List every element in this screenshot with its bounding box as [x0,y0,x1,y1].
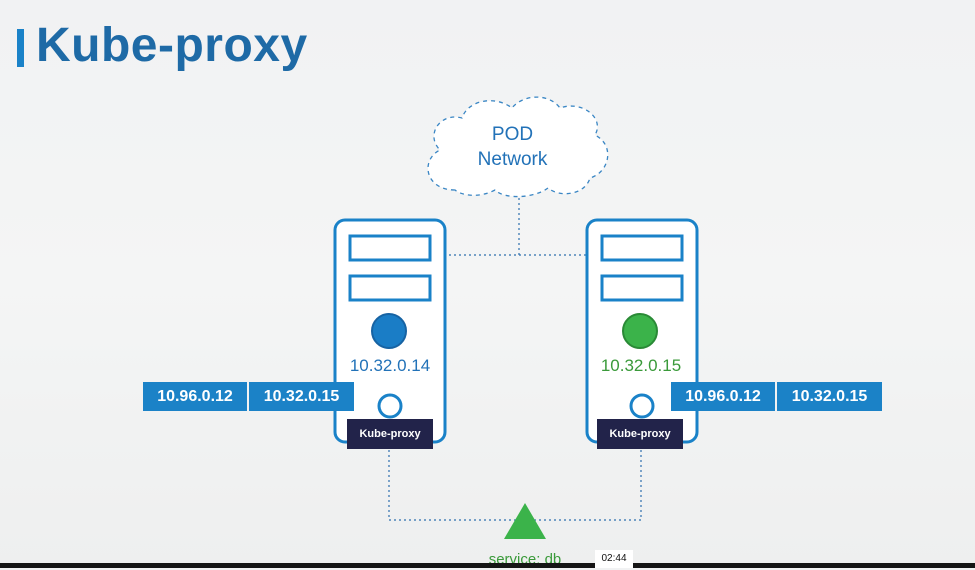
pod-network-label: POD Network [440,122,585,172]
node-1-pod-ip: 10.32.0.14 [349,356,431,375]
service-db-triangle [504,503,546,539]
node-1-port [377,393,403,419]
right-rule-service-ip: 10.96.0.12 [671,382,775,411]
node-2-pod-ip: 10.32.0.15 [600,356,682,375]
node-1-kube-proxy: Kube-proxy [347,419,433,449]
cloud-label-line2: Network [477,149,548,170]
video-timestamp: 02:44 [595,550,633,568]
node-2-kube-proxy: Kube-proxy [597,419,683,449]
node-2-server [585,218,699,444]
left-rule-pod-ip: 10.32.0.15 [249,382,354,411]
node-2-port [629,393,655,419]
node-1-server [333,218,447,444]
slide-title: Kube-proxy [36,19,308,72]
node-2-pod [622,313,658,349]
left-rule-service-ip: 10.96.0.12 [143,382,247,411]
title-accent-bar [17,29,24,67]
right-rule-pod-ip: 10.32.0.15 [777,382,882,411]
cloud-label-line1: POD [491,124,534,145]
video-progress-fill [30,563,600,568]
pod-network-cloud [427,96,609,198]
node-1-pod [371,313,407,349]
